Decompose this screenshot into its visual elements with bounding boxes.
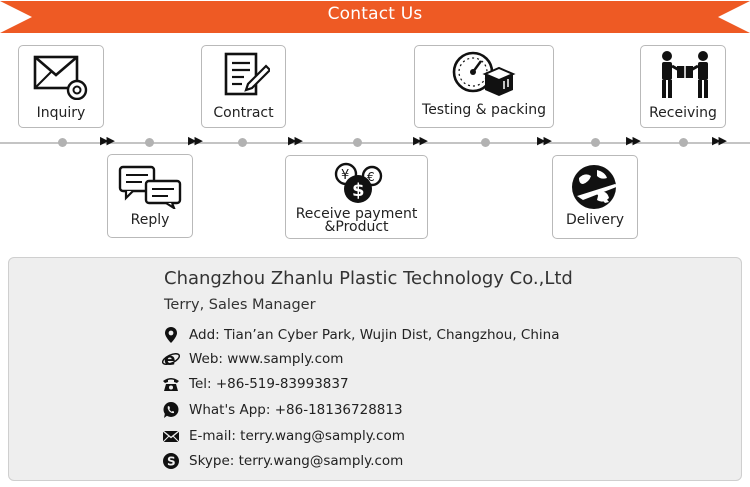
- contract-pen-icon: [224, 52, 270, 96]
- timeline-dot: [58, 138, 67, 147]
- step-label: Reply: [130, 212, 170, 228]
- contact-card: [8, 257, 742, 481]
- timeline-dot: [481, 138, 490, 147]
- step-contract: Contract: [201, 45, 286, 128]
- step-delivery: Delivery: [552, 155, 638, 239]
- double-chevron-icon: ▶▶: [100, 134, 115, 147]
- double-chevron-icon: ▶▶: [712, 134, 727, 147]
- svg-text:S: S: [167, 455, 176, 469]
- whatsapp-icon: [163, 402, 179, 418]
- handover-people-icon: [662, 51, 708, 98]
- whatsapp-text[interactable]: What's App: +86-18136728813: [189, 402, 403, 418]
- double-chevron-icon: ▶▶: [626, 134, 641, 147]
- email-text[interactable]: E-mail: terry.wang@samply.com: [189, 428, 405, 444]
- step-label: Inquiry: [36, 105, 86, 121]
- svg-text:e: e: [164, 350, 176, 368]
- double-chevron-icon: ▶▶: [188, 134, 203, 147]
- svg-text:¥: ¥: [341, 168, 349, 183]
- process-timeline: [0, 142, 750, 144]
- step-label: Contract: [213, 105, 274, 121]
- double-chevron-icon: ▶▶: [288, 134, 303, 147]
- double-chevron-icon: ▶▶: [537, 134, 552, 147]
- envelope-at-icon: [33, 55, 88, 100]
- timeline-dot: [238, 138, 247, 147]
- svg-text:€: €: [367, 170, 375, 184]
- step-label: Testing & packing: [422, 102, 546, 118]
- location-pin-icon: [165, 327, 177, 343]
- globe-plane-icon: [572, 165, 619, 209]
- step-label: Delivery: [565, 212, 625, 228]
- step-label: Receive payment: [295, 206, 418, 222]
- web-text[interactable]: Web: www.samply.com: [189, 351, 344, 367]
- step-testing-packing: Testing & packing: [414, 45, 554, 128]
- step-receiving: Receiving: [640, 45, 726, 128]
- company-name: Changzhou Zhanlu Plastic Technology Co.,…: [164, 268, 573, 289]
- step-label: &Product: [324, 219, 389, 235]
- timeline-dot: [679, 138, 688, 147]
- contact-person: Terry, Sales Manager: [164, 297, 316, 313]
- double-chevron-icon: ▶▶: [413, 134, 428, 147]
- mail-icon: [162, 430, 180, 443]
- step-label: Receiving: [649, 105, 717, 121]
- timeline-dot: [145, 138, 154, 147]
- step-receive-payment: ¥ € $ Receive payment &Product: [285, 155, 428, 239]
- timeline-dot: [591, 138, 600, 147]
- svg-text:$: $: [352, 180, 365, 201]
- gauge-box-icon: [452, 51, 516, 96]
- tel-text[interactable]: Tel: +86-519-83993837: [189, 376, 349, 392]
- browser-e-icon: e: [162, 350, 180, 368]
- step-reply: Reply: [107, 154, 193, 238]
- address-text: Add: Tian’an Cyber Park, Wujin Dist, Cha…: [189, 327, 560, 343]
- step-inquiry: Inquiry: [18, 45, 104, 128]
- page-title: Contact Us: [327, 4, 423, 24]
- timeline-dot: [353, 138, 362, 147]
- chat-bubbles-icon: [118, 165, 182, 209]
- coins-icon: ¥ € $: [334, 162, 383, 203]
- telephone-icon: [163, 378, 179, 391]
- skype-text[interactable]: Skype: terry.wang@samply.com: [189, 453, 404, 469]
- skype-icon: S: [163, 453, 179, 469]
- header-banner: [0, 1, 750, 33]
